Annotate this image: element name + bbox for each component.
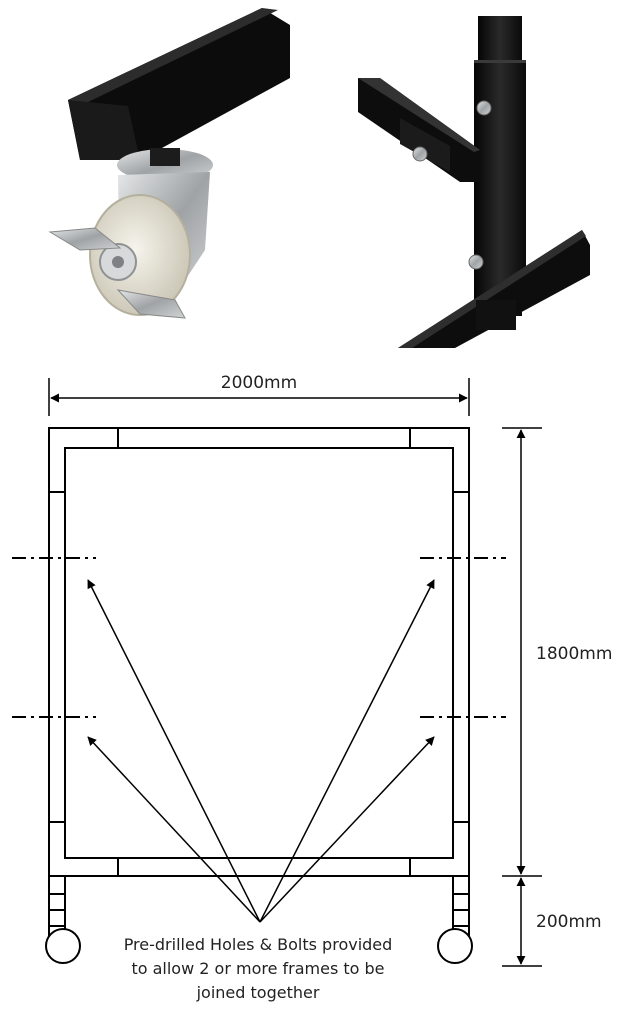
right-leg: [452, 876, 470, 938]
frame-outline: [48, 427, 470, 877]
leg-height-label: 200mm: [536, 912, 602, 932]
callout-line-1: Pre-drilled Holes & Bolts provided: [124, 935, 393, 954]
leg-height-dimension: [502, 877, 542, 967]
frame-joint-bolts-photo: [358, 16, 590, 348]
callout-line-3: joined together: [196, 983, 320, 1002]
right-castor-wheel: [437, 928, 473, 964]
width-dimension: [48, 378, 470, 416]
height-label: 1800mm: [536, 644, 612, 664]
castor-wheel-photo: [48, 8, 290, 319]
left-leg: [48, 876, 66, 938]
callout-line-2: to allow 2 or more frames to be: [131, 959, 384, 978]
left-castor-wheel: [45, 928, 81, 964]
width-label: 2000mm: [221, 373, 297, 393]
callout-arrows: [87, 579, 435, 923]
height-dimension: [502, 427, 542, 877]
hole-centerlines: [12, 557, 506, 718]
